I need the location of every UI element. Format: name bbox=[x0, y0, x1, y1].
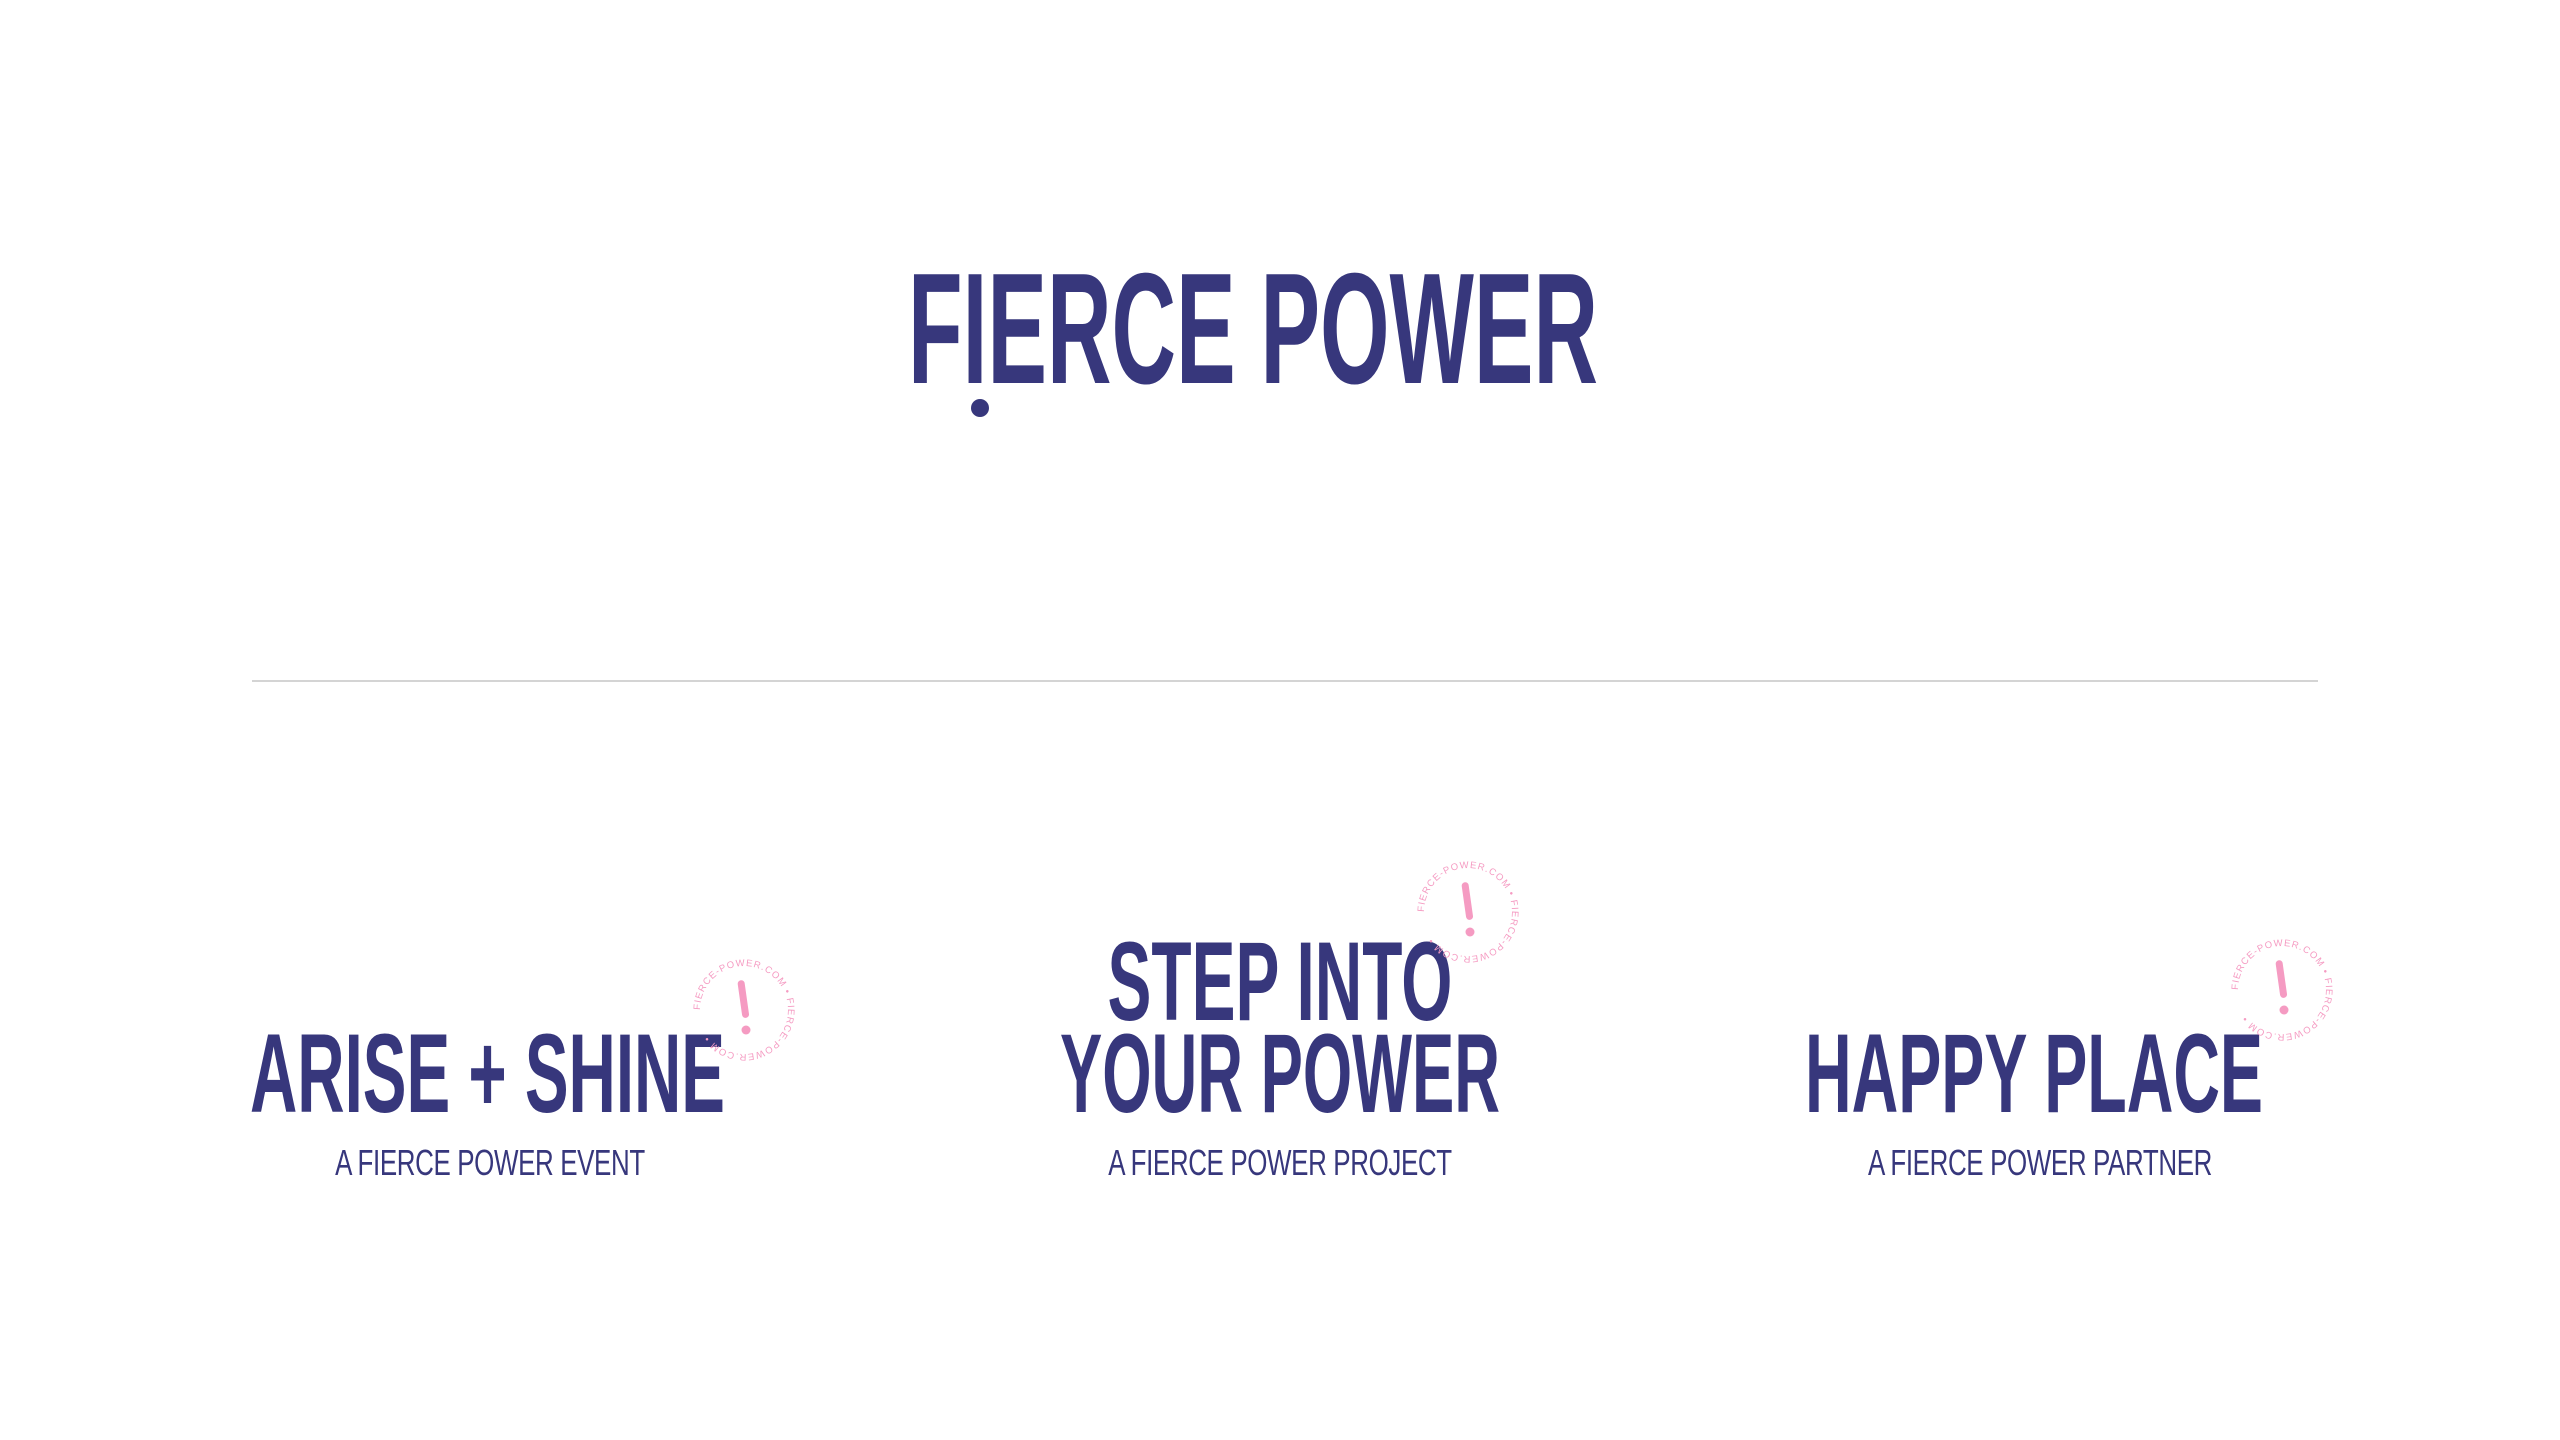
section-divider bbox=[252, 680, 2318, 682]
sub-brand-step-into-your-power: STEP INTO YOUR POWER A FIERCE POWER PROJ… bbox=[1040, 830, 1520, 1210]
arise-shine-wordmark: ARISE + SHINE bbox=[250, 1011, 725, 1136]
main-logo: FIERCE POWER bbox=[908, 255, 1608, 435]
step-into-your-power-wordmark: STEP INTO YOUR POWER bbox=[1060, 919, 1500, 1136]
exclamation-icon bbox=[1461, 882, 1475, 937]
stamp-badge: FIERCE-POWER.COM • FIERCE-POWER.COM • bbox=[1408, 852, 1528, 972]
stamp-badge: FIERCE-POWER.COM • FIERCE-POWER.COM • bbox=[684, 950, 804, 1070]
arise-shine-subtitle: A FIERCE POWER EVENT bbox=[335, 1142, 645, 1183]
happy-place-title: HAPPY PLACE bbox=[1805, 1011, 2263, 1136]
logo-wordmark-text: FIERCE POWER bbox=[908, 255, 1598, 417]
fierce-power-wordmark: FIERCE POWER bbox=[908, 255, 1598, 417]
sub-brand-happy-place: HAPPY PLACE A FIERCE POWER PARTNER bbox=[1800, 830, 2280, 1210]
exclamation-icon bbox=[737, 980, 751, 1035]
step-into-subtitle: A FIERCE POWER PROJECT bbox=[1108, 1142, 1452, 1183]
step-into-title-line2: YOUR POWER bbox=[1060, 1011, 1500, 1136]
happy-place-subtitle: A FIERCE POWER PARTNER bbox=[1868, 1142, 2212, 1183]
stamp-badge: FIERCE-POWER.COM • FIERCE-POWER.COM • bbox=[2222, 930, 2342, 1050]
sub-brand-arise-shine: ARISE + SHINE A FIERCE POWER EVENT bbox=[250, 830, 730, 1210]
step-into-title-line1: STEP INTO bbox=[1108, 919, 1453, 1044]
exclamation-icon bbox=[2275, 960, 2289, 1015]
logo-dot bbox=[971, 399, 989, 417]
arise-shine-title: ARISE + SHINE bbox=[250, 1011, 725, 1136]
happy-place-wordmark: HAPPY PLACE bbox=[1805, 1011, 2263, 1136]
